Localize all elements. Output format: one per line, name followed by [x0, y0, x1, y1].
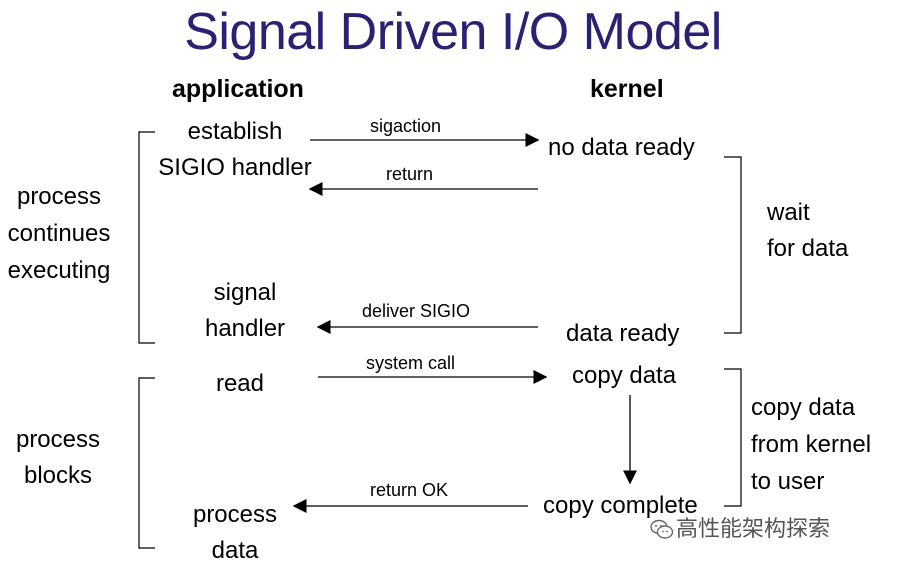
watermark-text: 高性能架构探索 [676, 516, 831, 541]
right-label-wait-line1: wait [767, 199, 810, 226]
app-establish-line1: establish [187, 118, 283, 145]
arrow-label-sigaction: sigaction [370, 116, 442, 136]
left-label-blocks-line2: blocks [23, 462, 93, 489]
arrow-label-return: return [386, 164, 434, 184]
bracket-process-continues [138, 131, 155, 344]
right-label-copy-line3: to user [751, 468, 825, 495]
app-establish-line2: SIGIO handler [158, 154, 312, 181]
app-signal-line1: signal [213, 279, 277, 306]
arrow-label-deliver-sigio: deliver SIGIO [362, 301, 471, 321]
bracket-copy-data [724, 368, 742, 507]
bracket-process-blocks [138, 377, 155, 549]
app-process-line1: process [192, 501, 278, 528]
kernel-copy-complete: copy complete [543, 492, 698, 519]
application-header: application [172, 75, 304, 103]
kernel-copy-data: copy data [572, 362, 677, 389]
kernel-data-ready: data ready [566, 320, 680, 347]
arrow-label-system-call: system call [366, 353, 456, 373]
arrow-label-return-ok: return OK [370, 480, 449, 500]
left-label-blocks-line1: process [15, 426, 101, 453]
left-label-continues-line2: continues [7, 220, 111, 247]
app-read: read [215, 370, 265, 397]
left-label-continues-line1: process [16, 183, 102, 210]
diagram-title: Signal Driven I/O Model [184, 3, 722, 61]
left-label-continues-line3: executing [7, 257, 111, 284]
app-process-line2: data [211, 537, 259, 564]
kernel-header: kernel [590, 75, 664, 103]
right-label-copy-line2: from kernel [751, 431, 872, 458]
bracket-wait-for-data [724, 156, 742, 334]
wechat-icon [650, 519, 674, 539]
right-label-wait-line2: for data [767, 235, 849, 262]
kernel-no-data-ready: no data ready [548, 134, 695, 161]
right-label-copy-line1: copy data [751, 394, 856, 421]
app-signal-line2: handler [204, 315, 286, 342]
